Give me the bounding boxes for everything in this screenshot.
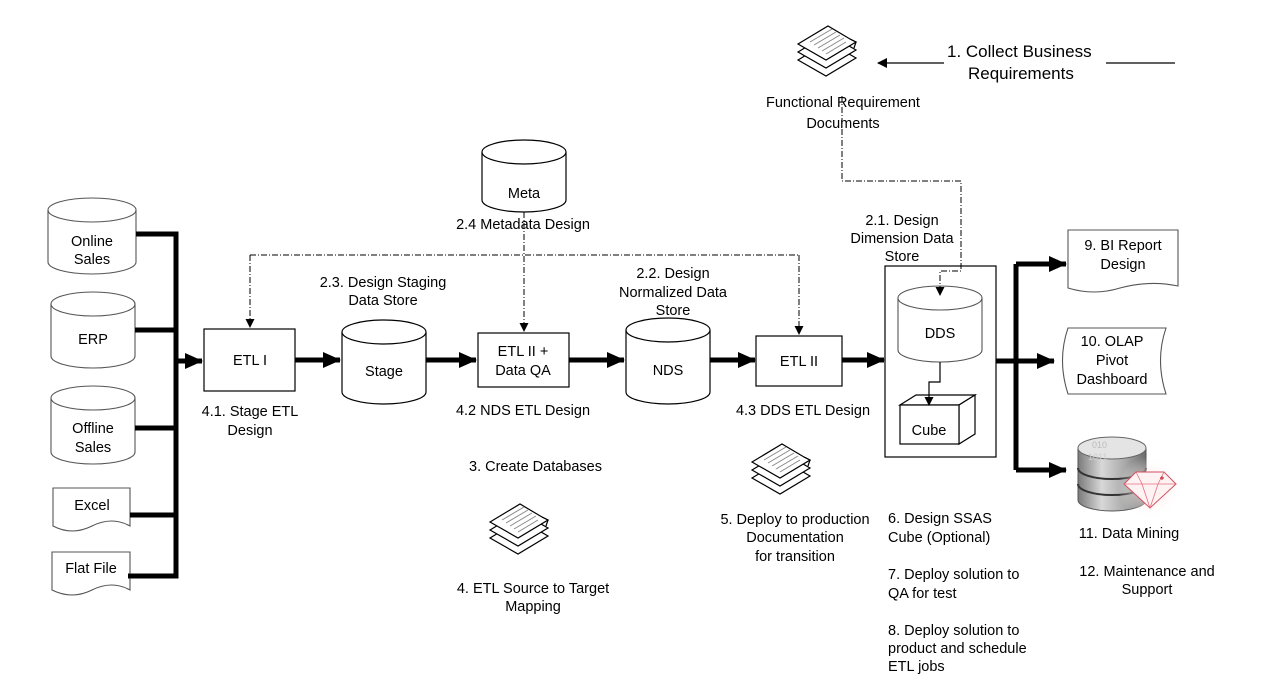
etl-ii-data-qa-box: ETL II + Data QA xyxy=(477,332,570,388)
functional-docs-label: Functional Requirement xyxy=(766,95,920,111)
deploy-product-label-2: product and schedule xyxy=(888,641,1027,657)
design-staging-caption: 2.3. Design Staging xyxy=(320,275,447,291)
bi-report-label-2: Design xyxy=(1100,257,1145,273)
etl-ii-box: ETL II xyxy=(755,335,843,387)
meta-database: Meta xyxy=(481,139,567,213)
etl-i-box: ETL I xyxy=(203,328,296,392)
design-nds-caption-2: Normalized Data xyxy=(619,285,728,301)
maintenance-label-2: Support xyxy=(1122,582,1173,598)
deployment-docs-icon xyxy=(751,443,811,495)
bi-report-design: 9. BI Report Design xyxy=(1067,229,1179,293)
functional-docs-label-2: Documents xyxy=(806,116,879,132)
olap-label: 10. OLAP xyxy=(1081,334,1144,350)
deploy-product-label-3: ETL jobs xyxy=(888,659,945,675)
design-ssas-label-2: Cube (Optional) xyxy=(888,530,990,546)
design-dds-caption-3: Store xyxy=(885,249,920,265)
collect-requirements-label-2: Requirements xyxy=(968,64,1074,83)
stage-etl-design-caption-2: Design xyxy=(227,423,272,439)
source-erp: ERP xyxy=(50,291,136,369)
meta-label: Meta xyxy=(508,186,541,202)
stage-etl-design-caption: 4.1. Stage ETL xyxy=(202,404,299,420)
maintenance-label: 12. Maintenance and xyxy=(1079,564,1214,580)
data-mining-label: 11. Data Mining xyxy=(1079,526,1179,542)
olap-pivot-dashboard: 10. OLAP Pivot Dashboard xyxy=(1062,327,1167,395)
deploy-production-label-2: Documentation xyxy=(746,530,844,546)
etl-mapping-label-2: Mapping xyxy=(505,599,561,615)
etl-ii-label: ETL II xyxy=(780,354,818,370)
design-ssas-label: 6. Design SSAS xyxy=(888,511,992,527)
cube-label: Cube xyxy=(912,423,947,439)
metadata-design-caption: 2.4 Metadata Design xyxy=(456,217,590,233)
excel-label: Excel xyxy=(74,498,109,514)
dds-database: DDS xyxy=(897,285,983,363)
nds-label: NDS xyxy=(653,363,684,379)
etl-i-label: ETL I xyxy=(233,353,267,369)
deploy-product-label: 8. Deploy solution to xyxy=(888,623,1019,639)
stage-label: Stage xyxy=(365,364,403,380)
create-databases-label: 3. Create Databases xyxy=(469,459,602,475)
deploy-qa-label: 7. Deploy solution to xyxy=(888,567,1019,583)
etl-mapping-docs-icon xyxy=(489,503,549,555)
deploy-qa-label-2: QA for test xyxy=(888,586,957,602)
nds-database: NDS xyxy=(625,317,711,405)
source-bus-connector xyxy=(128,231,203,579)
offline-sales-label-2: Sales xyxy=(75,440,111,456)
nds-etl-design-caption: 4.2 NDS ETL Design xyxy=(456,403,590,419)
source-online-sales: Online Sales xyxy=(47,197,137,275)
data-mining-icon: 010 1011 xyxy=(1077,436,1182,520)
cube-shape: Cube xyxy=(897,393,978,446)
etl-ii-plus-label: ETL II + xyxy=(498,344,549,360)
design-dds-caption-2: Dimension Data xyxy=(850,231,954,247)
olap-label-3: Dashboard xyxy=(1077,372,1148,388)
source-offline-sales: Offline Sales xyxy=(50,385,136,465)
online-sales-label: Online xyxy=(71,234,113,250)
flat-file-label: Flat File xyxy=(65,561,117,577)
dashed-metadata-connectors xyxy=(245,212,804,335)
source-flat-file: Flat File xyxy=(51,551,131,596)
online-sales-label-2: Sales xyxy=(74,252,110,268)
design-nds-caption: 2.2. Design xyxy=(636,266,709,282)
offline-sales-label: Offline xyxy=(72,421,114,437)
erp-label: ERP xyxy=(78,332,108,348)
deploy-production-label: 5. Deploy to production xyxy=(720,512,869,528)
dds-etl-design-caption: 4.3 DDS ETL Design xyxy=(736,403,870,419)
source-excel: Excel xyxy=(52,487,131,532)
design-staging-caption-2: Data Store xyxy=(348,293,417,309)
data-qa-label: Data QA xyxy=(495,363,551,379)
arrow-dds-to-cube xyxy=(924,362,941,406)
binary-digits: 010 xyxy=(1092,440,1107,450)
collect-requirements-label: 1. Collect Business xyxy=(947,42,1092,61)
deploy-production-label-3: for transition xyxy=(755,549,835,565)
design-nds-caption-3: Store xyxy=(656,303,691,319)
design-dds-caption: 2.1. Design xyxy=(865,213,938,229)
functional-docs-icon xyxy=(797,25,857,77)
dds-label: DDS xyxy=(925,326,956,342)
stage-database: Stage xyxy=(341,319,427,405)
binary-digits-2: 1011 xyxy=(1088,452,1107,462)
dashed-docs-to-dds xyxy=(841,96,962,296)
output-bus-connector xyxy=(996,256,1067,478)
etl-mapping-label: 4. ETL Source to Target xyxy=(457,581,609,597)
olap-label-2: Pivot xyxy=(1096,353,1128,369)
bi-report-label: 9. BI Report xyxy=(1084,238,1161,254)
